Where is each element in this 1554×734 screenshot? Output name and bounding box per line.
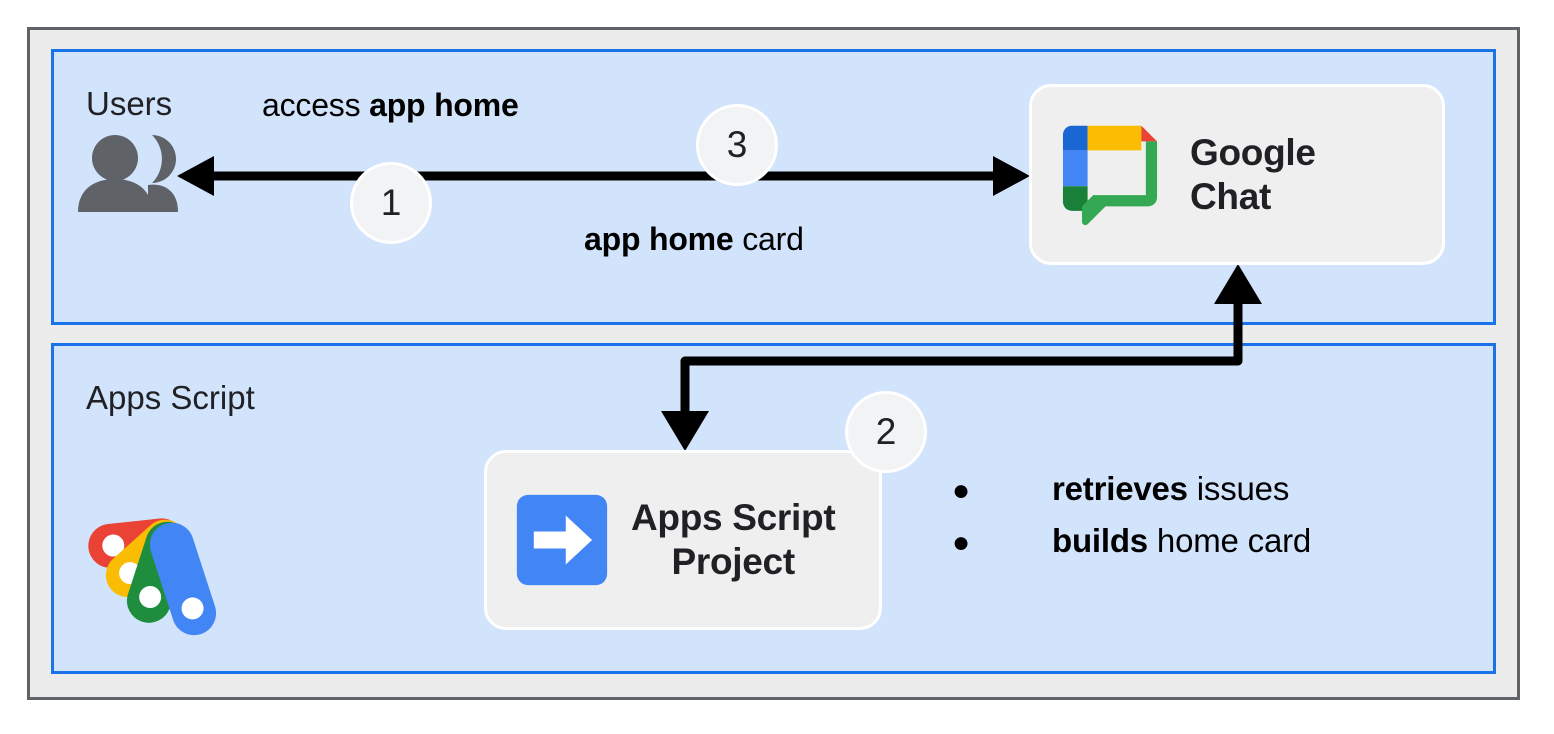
flow-label-app-home-card-bold: app home [584, 221, 734, 257]
apps-script-actions-list: ● retrieves issues ● builds home card [952, 470, 1311, 574]
step-badge-2: 2 [845, 391, 927, 473]
apps-script-arrow-icon [516, 494, 608, 586]
bullet-dot-icon: ● [952, 474, 971, 507]
step-badge-1: 1 [350, 162, 432, 244]
list-item: ● builds home card [952, 522, 1311, 560]
node-google-chat[interactable]: Google Chat [1029, 84, 1445, 265]
node-apps-script-project-title-line1: Apps Script [631, 497, 836, 539]
flow-label-app-home-card-suffix: card [733, 221, 804, 257]
panel-apps-script-label: Apps Script [86, 379, 255, 416]
list-item-0-bold: retrieves [1052, 470, 1188, 507]
list-item-text: retrieves issues [1052, 470, 1289, 508]
node-google-chat-title-line2: Chat [1190, 175, 1272, 217]
node-google-chat-title-line1: Google [1190, 131, 1316, 173]
list-item-0-rest: issues [1187, 470, 1290, 507]
panel-users-label: Users [86, 85, 173, 122]
flow-label-access-app-home-prefix: access [262, 87, 370, 123]
node-apps-script-project-title-line2: Project [671, 541, 796, 582]
list-item-text: builds home card [1052, 522, 1311, 560]
list-item-1-rest: home card [1147, 522, 1312, 559]
flow-label-access-app-home: access app home [262, 87, 519, 124]
node-apps-script-project-title: Apps Script Project [631, 496, 836, 583]
list-item: ● retrieves issues [952, 470, 1311, 508]
bullet-dot-icon: ● [952, 526, 971, 559]
flow-label-access-app-home-bold: app home [369, 87, 519, 123]
step-badge-3: 3 [696, 104, 778, 186]
google-chat-logo [1062, 125, 1158, 225]
node-google-chat-title: Google Chat [1190, 131, 1316, 218]
node-apps-script-project[interactable]: Apps Script Project [484, 450, 882, 630]
list-item-1-bold: builds [1052, 522, 1148, 559]
flow-label-app-home-card: app home card [584, 221, 804, 258]
